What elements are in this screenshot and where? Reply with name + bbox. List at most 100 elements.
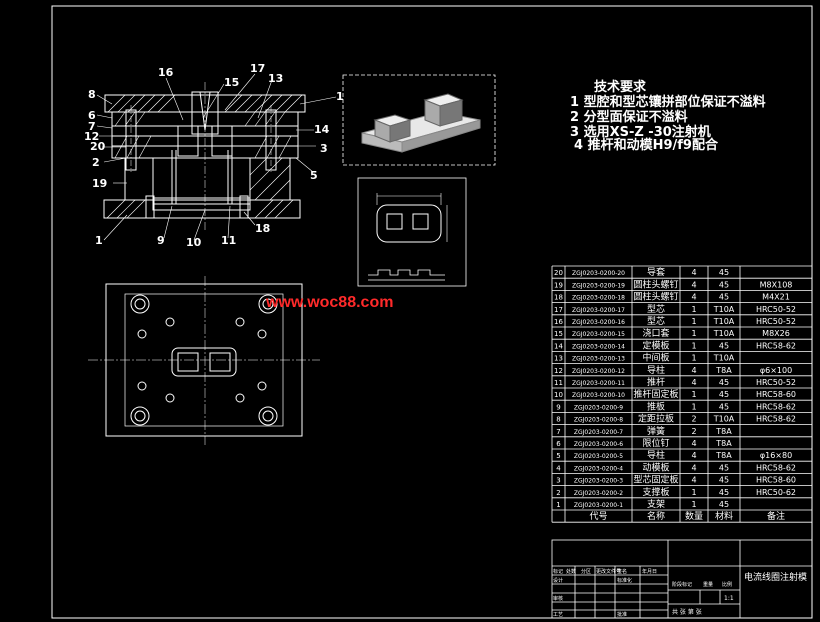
bom-cell: 1 (691, 329, 696, 338)
bom-cell: 19 (554, 281, 563, 289)
bom-cell: 11 (554, 379, 563, 387)
bom-cell: φ6×100 (760, 366, 792, 375)
bom-cell: ZGJ0203-0200-16 (572, 319, 625, 326)
bom-cell: 45 (719, 341, 729, 350)
bom-cell: 1 (691, 488, 696, 497)
tech-requirements-title: 技术要求 (594, 80, 647, 95)
bom-cell: ZGJ0203-0200-11 (572, 380, 625, 387)
bom-cell: 7 (556, 428, 560, 436)
tb-label: 批准 (617, 611, 627, 618)
part-number: 7 (88, 120, 96, 133)
bom-cell: 4 (691, 280, 696, 289)
bom-cell: 4 (691, 293, 696, 302)
bom-cell: 1 (691, 390, 696, 399)
part-number: 10 (186, 236, 202, 249)
bom-cell: 动模板 (642, 461, 669, 473)
bom-cell: ZGJ0203-0200-9 (574, 404, 623, 411)
bom-cell: 中间板 (642, 352, 669, 364)
tech-requirement-line: 1 型腔和型芯镶拼部位保证不溢料 (570, 95, 766, 110)
bom-cell: T10A (713, 329, 735, 338)
bom-cell: 弹簧 (647, 425, 665, 437)
bom-cell: 推杆固定板 (633, 388, 678, 400)
tb-label: 处数 (566, 568, 576, 575)
bom-cell: 45 (719, 268, 729, 277)
bom-cell: T10A (713, 317, 735, 326)
bill-of-materials-grid (551, 265, 813, 523)
bom-cell: T8A (715, 366, 732, 375)
tb-label: 重量 (703, 581, 713, 588)
bom-cell: 17 (554, 306, 563, 314)
bom-cell: T8A (715, 427, 732, 436)
bom-cell: HRC50-52 (756, 305, 796, 314)
bom-cell: ZGJ0203-0200-14 (572, 343, 625, 350)
bom-header-remark: 备注 (767, 510, 785, 522)
bom-header-name: 名称 (647, 510, 665, 522)
bom-cell: 推板 (647, 400, 665, 412)
bom-cell: 1 (691, 402, 696, 411)
tb-label: 阶段标记 (672, 581, 692, 588)
bom-cell: ZGJ0203-0200-17 (572, 307, 625, 314)
watermark: www.woc88.com (266, 294, 394, 311)
bom-cell: 16 (554, 318, 563, 326)
bom-cell: 支架 (647, 498, 665, 510)
bom-cell: ZGJ0203-0200-7 (574, 429, 623, 436)
drawing-title: 电流线圈注射模 (744, 571, 807, 583)
bom-cell: 型芯固定板 (633, 474, 678, 486)
bom-cell: M8X26 (762, 329, 790, 338)
bom-cell: 定距拉板 (638, 413, 674, 425)
bom-cell: ZGJ0203-0200-20 (572, 270, 625, 277)
bom-cell: 导套 (647, 266, 665, 278)
leader-lines (96, 73, 337, 241)
part-number: 14 (314, 123, 330, 136)
tech-requirement-line: 2 分型面保证不溢料 (570, 110, 688, 125)
bom-cell: 4 (691, 476, 696, 485)
part-number: 3 (320, 142, 328, 155)
bom-cell: HRC58-60 (756, 476, 796, 485)
bom-cell: 45 (719, 488, 729, 497)
bom-cell: 2 (691, 415, 696, 424)
bom-cell: M8X108 (760, 280, 793, 289)
title-block (551, 539, 813, 619)
bom-header-code: 代号 (589, 511, 607, 522)
bom-cell: HRC58-62 (756, 341, 796, 350)
bom-cell: ZGJ0203-0200-13 (572, 356, 625, 363)
bom-cell: 4 (691, 463, 696, 472)
mold-section-view (103, 82, 306, 232)
part-projection-view (357, 177, 467, 287)
bom-cell: HRC50-52 (756, 317, 796, 326)
bom-cell: ZGJ0203-0200-2 (574, 490, 623, 497)
bom-cell: 45 (719, 280, 729, 289)
tech-requirement-line: 4 推杆和动模H9/f9配合 (574, 138, 718, 153)
bom-cell: 3 (556, 477, 560, 485)
bom-cell: ZGJ0203-0200-4 (574, 465, 623, 472)
part-number: 8 (88, 88, 96, 101)
bom-cell: 导柱 (647, 364, 665, 376)
bom-cell: 15 (554, 330, 563, 338)
bom-cell: 45 (719, 500, 729, 509)
tb-label: 工艺 (553, 612, 563, 618)
bom-cell: 45 (719, 402, 729, 411)
bom-cell: ZGJ0203-0200-1 (574, 502, 623, 509)
part-number: 12 (84, 130, 100, 143)
bom-cell: 1 (691, 341, 696, 350)
bom-cell: 8 (556, 416, 560, 424)
bom-header-qty: 数量 (685, 510, 703, 522)
part-number: 17 (250, 62, 266, 75)
tb-label: 标记 (553, 568, 563, 575)
bom-cell: ZGJ0203-0200-6 (574, 441, 623, 448)
bom-cell: 限位钉 (642, 437, 669, 449)
bom-cell: ZGJ0203-0200-19 (572, 282, 625, 289)
part-3d-view (342, 74, 496, 166)
title-block-text: 标记处数分区更改文件号签名年月日设计标准化阶段标记重量比例审核工艺批准共 张 第… (553, 568, 807, 618)
bom-cell: 45 (719, 390, 729, 399)
bom-cell: φ16×80 (760, 451, 792, 460)
bom-cell: 1 (691, 317, 696, 326)
bom-cell: 导柱 (647, 449, 665, 461)
tb-label: 年月日 (642, 568, 657, 575)
bom-cell: 13 (554, 355, 563, 363)
tb-label: 更改文件号 (596, 568, 621, 575)
bom-cell: T10A (713, 305, 735, 314)
bom-cell: 4 (691, 451, 696, 460)
